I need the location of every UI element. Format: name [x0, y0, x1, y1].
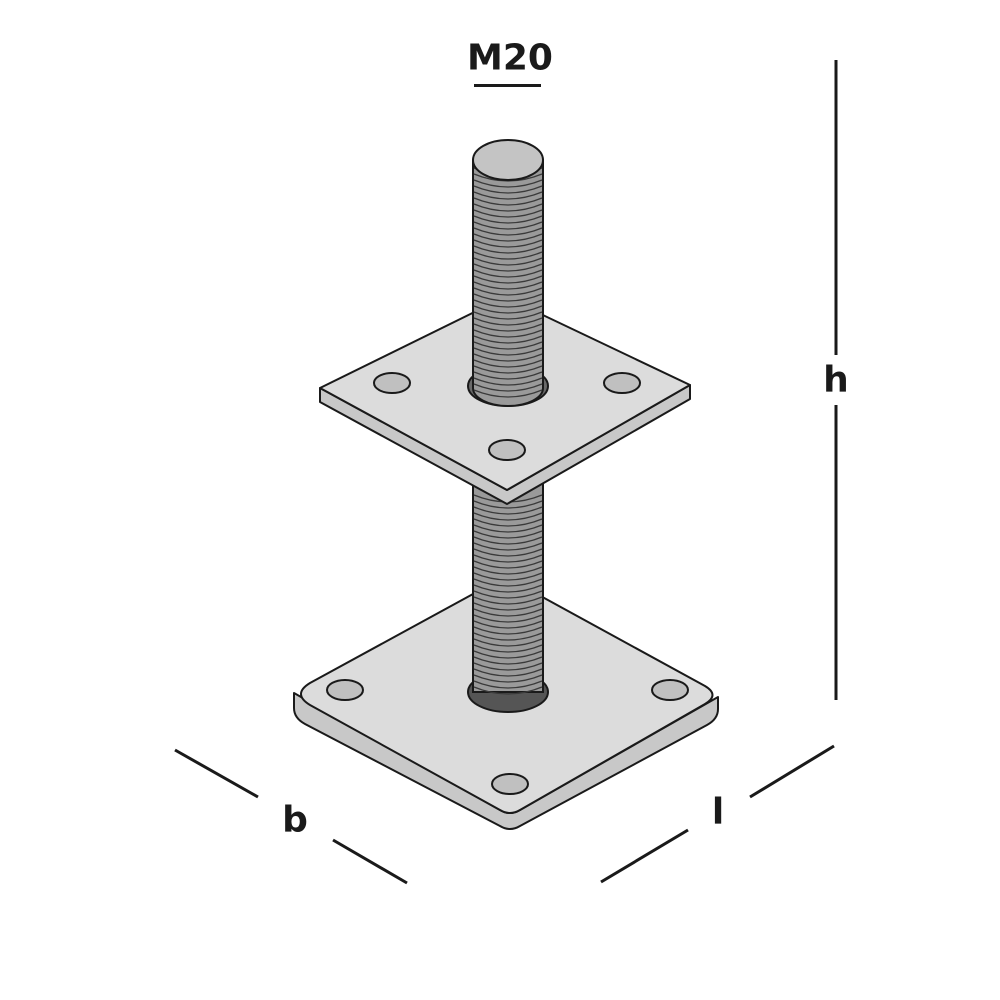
thread-line: [473, 239, 543, 248]
thread-line: [473, 650, 543, 659]
thread-size-label: M20: [467, 37, 553, 79]
thread-line: [473, 251, 543, 260]
thread-line: [473, 662, 543, 671]
thread-line: [473, 287, 543, 296]
thread-line: [473, 221, 543, 230]
thread-line: [473, 542, 543, 551]
thread-line: [473, 602, 543, 611]
l-dimension-line: [749, 744, 835, 799]
thread-line: [473, 389, 543, 398]
thread-line: [473, 305, 543, 314]
dimension-lines: [174, 60, 838, 885]
thread-line: [473, 359, 543, 368]
thread-line: [473, 686, 543, 695]
thread-line: [473, 383, 543, 392]
mounting-hole: [603, 372, 641, 394]
thread-line: [473, 548, 543, 557]
thread-line: [473, 245, 543, 254]
thread-line: [473, 572, 543, 581]
title-underline: [474, 84, 541, 87]
thread-line: [473, 341, 543, 350]
thread-line: [473, 554, 543, 563]
thread-line: [473, 638, 543, 647]
thread-line: [473, 197, 543, 206]
thread-line: [473, 209, 543, 218]
thread-line: [473, 353, 543, 362]
thread-line: [473, 668, 543, 677]
thread-line: [473, 506, 543, 515]
thread-line: [473, 233, 543, 242]
mounting-hole: [491, 773, 529, 795]
thread-line: [473, 281, 543, 290]
thread-line: [473, 317, 543, 326]
thread-line: [473, 323, 543, 332]
thread-line: [473, 269, 543, 278]
thread-line: [473, 524, 543, 533]
threaded-rod-lower: [472, 479, 544, 695]
mounting-hole: [373, 372, 411, 394]
thread-line: [473, 263, 543, 272]
thread-line: [473, 566, 543, 575]
thread-line: [473, 518, 543, 527]
thread-line: [473, 311, 543, 320]
thread-line: [473, 626, 543, 635]
b-dimension-line: [332, 838, 408, 885]
thread-line: [473, 185, 543, 194]
thread-line: [473, 608, 543, 617]
thread-line: [473, 299, 543, 308]
thread-line: [473, 191, 543, 200]
thread-line: [473, 530, 543, 539]
thread-line: [473, 257, 543, 266]
height-label: h: [823, 359, 849, 401]
thread-line: [473, 179, 543, 188]
mounting-hole: [651, 679, 689, 701]
base-plate: [293, 578, 719, 830]
thread-line: [473, 674, 543, 683]
thread-line: [473, 203, 543, 212]
thread-line: [473, 596, 543, 605]
rod-end: [472, 139, 544, 181]
thread-line: [473, 347, 543, 356]
thread-line: [473, 335, 543, 344]
mounting-hole: [488, 439, 526, 461]
thread-line: [473, 590, 543, 599]
thread-line: [473, 560, 543, 569]
l-dimension-line: [600, 828, 689, 884]
thread-line: [473, 680, 543, 689]
thread-line: [473, 536, 543, 545]
b-dimension-line: [174, 748, 259, 799]
thread-line: [473, 365, 543, 374]
thread-line: [473, 578, 543, 587]
thread-line: [473, 620, 543, 629]
thread-line: [473, 584, 543, 593]
length-l-label: l: [711, 791, 725, 833]
thread-line: [473, 293, 543, 302]
thread-line: [473, 614, 543, 623]
thread-line: [473, 227, 543, 236]
thread-line: [473, 215, 543, 224]
thread-line: [473, 656, 543, 665]
thread-line: [473, 275, 543, 284]
threaded-rod-upper: [472, 139, 544, 407]
thread-line: [473, 644, 543, 653]
thread-line: [473, 329, 543, 338]
thread-line: [473, 500, 543, 509]
width-b-label: b: [282, 799, 308, 841]
thread-line: [473, 377, 543, 386]
mounting-hole: [326, 679, 364, 701]
thread-line: [473, 512, 543, 521]
thread-line: [473, 632, 543, 641]
thread-line: [473, 371, 543, 380]
